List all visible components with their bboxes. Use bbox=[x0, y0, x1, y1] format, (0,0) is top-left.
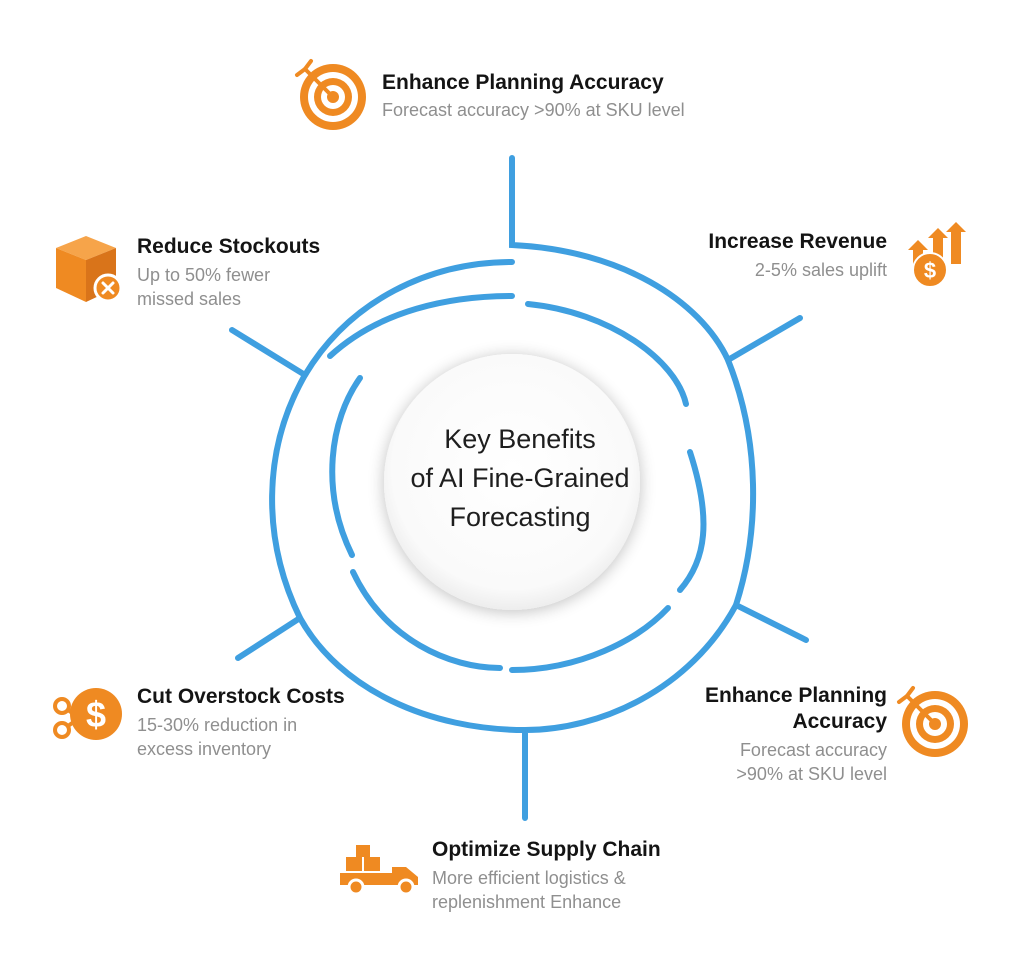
box-x-icon bbox=[56, 236, 123, 303]
benefit-enhance-planning-top: Enhance Planning Accuracy Forecast accur… bbox=[382, 70, 685, 122]
benefit-desc: Forecast accuracy bbox=[739, 740, 887, 760]
benefit-title: Increase Revenue bbox=[708, 230, 887, 253]
benefit-desc: 2-5% sales uplift bbox=[754, 260, 887, 280]
benefit-title: Enhance Planning bbox=[704, 684, 887, 707]
benefit-title: Accuracy bbox=[792, 710, 887, 733]
spiral-mid-left bbox=[350, 569, 503, 671]
svg-text:$: $ bbox=[924, 258, 936, 283]
target-arrow-icon bbox=[897, 686, 968, 757]
benefit-desc: excess inventory bbox=[137, 739, 272, 759]
benefit-increase-revenue: Increase Revenue 2-5% sales uplift bbox=[708, 229, 887, 282]
spiral-mid-right bbox=[677, 449, 707, 593]
center-title: Key Benefits of AI Fine-Grained Forecast… bbox=[384, 420, 656, 537]
benefit-enhance-planning-bottom: Enhance Planning Accuracy Forecast accur… bbox=[705, 683, 887, 786]
spiral-outer-bottom bbox=[522, 602, 739, 821]
dollar-scissors-icon: $ bbox=[53, 688, 122, 740]
delivery-truck-icon bbox=[340, 845, 418, 896]
benefit-title: Optimize Supply Chain bbox=[432, 838, 661, 861]
benefit-title: Cut Overstock Costs bbox=[137, 685, 345, 708]
benefit-optimize-supply-chain: Optimize Supply Chain More efficient log… bbox=[432, 837, 661, 914]
revenue-growth-icon: $ bbox=[908, 222, 966, 288]
benefit-desc: Forecast accuracy >90% at SKU level bbox=[382, 100, 685, 120]
spiral-outer-top-left bbox=[302, 259, 515, 378]
spiral-mid-top2 bbox=[327, 293, 515, 359]
spiral-outer-left-bottom bbox=[235, 613, 528, 733]
spiral-outer-right bbox=[725, 357, 809, 643]
benefit-desc: 15-30% reduction in bbox=[137, 715, 298, 735]
center-title-line: Key Benefits bbox=[444, 424, 596, 454]
benefit-desc: replenishment Enhance bbox=[432, 892, 622, 912]
spiral-outer-top-right bbox=[509, 155, 803, 365]
spiral-mid-bottom bbox=[509, 605, 671, 673]
center-title-line: of AI Fine-Grained bbox=[410, 463, 630, 493]
benefit-desc: Up to 50% fewer bbox=[137, 265, 271, 285]
target-arrow-icon bbox=[295, 59, 366, 130]
benefit-title: Reduce Stockouts bbox=[137, 235, 321, 258]
spiral-outer-left bbox=[229, 327, 310, 621]
svg-text:$: $ bbox=[86, 694, 106, 735]
spiral-lines bbox=[229, 155, 809, 821]
benefit-reduce-stockouts: Reduce Stockouts Up to 50% fewer missed … bbox=[137, 234, 320, 311]
spiral-mid-top bbox=[525, 301, 689, 407]
benefit-title: Enhance Planning Accuracy bbox=[382, 71, 664, 94]
benefit-desc: missed sales bbox=[137, 289, 242, 309]
benefit-cut-overstock: Cut Overstock Costs 15-30% reduction in … bbox=[137, 684, 345, 761]
center-circle bbox=[384, 354, 640, 610]
benefit-desc: More efficient logistics & bbox=[432, 868, 626, 888]
spiral-mid-left2 bbox=[329, 375, 363, 558]
benefit-desc: >90% at SKU level bbox=[736, 764, 887, 784]
center-title-line: Forecasting bbox=[449, 502, 591, 532]
